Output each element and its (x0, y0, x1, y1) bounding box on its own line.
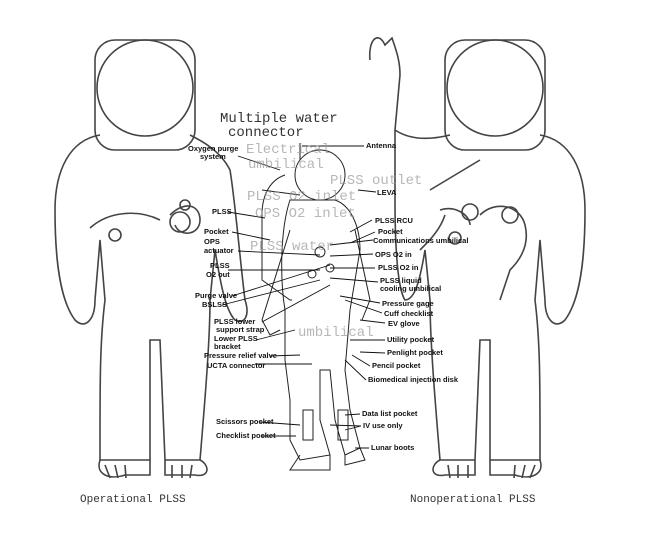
label-purge-valve: Purge valve (195, 291, 237, 300)
label-pressure-relief: Pressure relief valve (204, 351, 277, 360)
label-biomedical: Biomedical injection disk (368, 375, 459, 384)
overlay-umbilical-2: umbilical (298, 325, 374, 341)
label-oxygen-purge: Oxygen purge (188, 144, 238, 153)
label-oxygen-purge-system: system (200, 152, 226, 161)
label-ops-o2-in: OPS O2 in (375, 250, 412, 259)
label-cuff-checklist: Cuff checklist (384, 309, 434, 318)
label-o2-out: O2 out (206, 270, 230, 279)
overlay-plss-water: PLSS water (250, 239, 334, 255)
label-data-list: Data list pocket (362, 409, 418, 418)
label-plss-rcu: PLSS RCU (375, 216, 413, 225)
overlay-connector: connector (228, 125, 304, 141)
label-bracket: bracket (214, 342, 241, 351)
label-support-strap: support strap (216, 325, 265, 334)
label-plss-liquid: PLSS liquid (380, 276, 422, 285)
right-suit-outline (368, 36, 586, 479)
leader-lines (221, 145, 386, 449)
label-ops-actuator: actuator (204, 246, 234, 255)
overlay-electrical: Electrical (246, 142, 330, 158)
caption-nonoperational: Nonoperational PLSS (410, 494, 536, 506)
label-pocket-right: Pocket (378, 227, 403, 236)
overlay-ops-o2-inlet: OPS O2 inlet (255, 206, 356, 222)
label-leva: LEVA (377, 188, 397, 197)
label-cooling-umbilical: cooling umbilical (380, 284, 441, 293)
label-checklist: Checklist pocket (216, 431, 276, 440)
label-ucta: UCTA connector (207, 361, 265, 370)
caption-operational: Operational PLSS (80, 494, 186, 506)
overlay-multiple-water: Multiple water (220, 111, 338, 127)
astronaut-sketch (261, 143, 371, 471)
label-lunar-boots: Lunar boots (371, 443, 414, 452)
label-iv-use: IV use only (363, 421, 403, 430)
label-pocket-left: Pocket (204, 227, 229, 236)
label-communications: Communications umbilical (373, 236, 468, 245)
label-lower-plss: Lower PLSS (214, 334, 258, 343)
label-utility-pocket: Utility pocket (387, 335, 435, 344)
overlay-umbilical: umbilical (248, 157, 324, 173)
label-bslss: BSLSS (202, 300, 227, 309)
label-ev-glove: EV glove (388, 319, 420, 328)
label-scissors: Scissors pocket (216, 417, 274, 426)
left-suit-outline (54, 39, 248, 479)
label-plss: PLSS (212, 207, 232, 216)
label-penlight: Penlight pocket (387, 348, 443, 357)
label-plss-o2-in: PLSS O2 in (378, 263, 419, 272)
overlay-plss-outlet: PLSS outlet (330, 173, 422, 189)
suit-labels: Antenna Oxygen purge system LEVA PLSS PL… (188, 141, 468, 452)
label-plss-o2-out: PLSS (210, 261, 230, 270)
label-plss-lower: PLSS lower (214, 317, 255, 326)
label-pressure-gage: Pressure gage (382, 299, 434, 308)
label-antenna: Antenna (366, 141, 397, 150)
label-pencil: Pencil pocket (372, 361, 421, 370)
overlay-plss-o2-inlet: PLSS O2 inlet (247, 189, 356, 205)
label-ops: OPS (204, 237, 220, 246)
